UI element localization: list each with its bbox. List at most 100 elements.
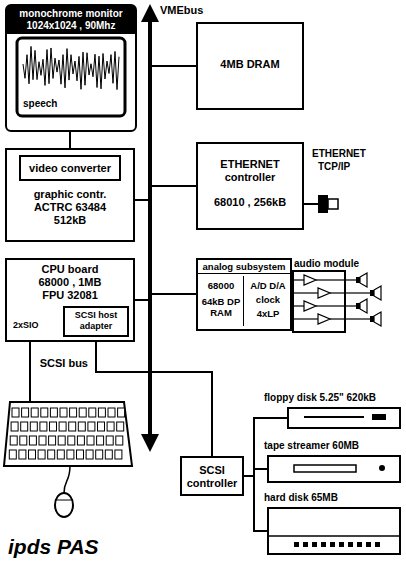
key: [68, 436, 75, 445]
speaker-wire: [346, 279, 356, 280]
amplifier-symbol: [318, 314, 330, 324]
bus-name: VMEbus: [160, 4, 203, 17]
key: [96, 450, 103, 459]
key: [89, 408, 96, 417]
ethernet-plug: [304, 203, 318, 205]
speaker-wire: [346, 292, 370, 293]
vent-hole: [303, 542, 308, 547]
key: [87, 436, 94, 445]
bus-stub: [152, 293, 196, 295]
box-label: hard disk 65MB: [264, 492, 404, 504]
key: [57, 450, 64, 459]
amplifier-wire: [316, 305, 344, 306]
box-label: ETHERNET controller: [210, 158, 290, 184]
key: [19, 450, 26, 459]
amplifier-wire: [330, 318, 344, 319]
speaker-wire: [346, 305, 356, 306]
vent-hole: [321, 542, 326, 547]
panel-line: [268, 535, 400, 537]
amplifier-wire: [294, 279, 304, 280]
video-converter-box: video converter: [19, 155, 121, 181]
column-divider: [243, 276, 244, 326]
key: [29, 436, 36, 445]
floppy-drive: floppy disk 5.25" 620kB: [264, 392, 404, 430]
key: [60, 408, 67, 417]
speaker-symbol: [374, 286, 381, 300]
vent-hole: [375, 542, 380, 547]
network-label: TCP/IP: [318, 161, 350, 173]
speaker-symbol: [374, 312, 381, 326]
hard-disk-drawing: [264, 506, 404, 556]
vent-hole: [357, 542, 362, 547]
key: [49, 436, 56, 445]
analog-subsystem-box: analog subsystem6800064kB DP RAMA/D D/Ac…: [196, 258, 292, 331]
tape-slot: [294, 465, 356, 472]
keyboard-cable: [30, 342, 31, 402]
keyboard-cable: [29, 342, 31, 402]
box-label: graphic contr. ACTRC 63484 512kB: [25, 188, 115, 227]
box-label: floppy disk 5.25" 620kB: [264, 392, 404, 404]
ethernet-box: ETHERNET controller68010 , 256kB: [196, 142, 304, 230]
hard-disk: hard disk 65MB: [264, 492, 404, 556]
key: [30, 422, 37, 431]
bus-connector: [244, 469, 268, 476]
graphic-controller-box: graphic contr. ACTRC 63484 512kB video co…: [5, 148, 135, 242]
screen-frame: [17, 38, 125, 116]
vent-hole: [339, 542, 344, 547]
bus-stub: [152, 65, 196, 67]
box-label: audio module: [294, 258, 360, 270]
floppy-drive-drawing: [264, 406, 404, 430]
memory-box: 4MB DRAM: [196, 22, 304, 110]
key: [88, 422, 95, 431]
key: [78, 422, 85, 431]
key: [79, 408, 86, 417]
amplifier-wire: [316, 279, 344, 280]
key: [118, 408, 125, 417]
vme-bus-arrow: [148, 18, 152, 438]
scsi-adapter-box: SCSI host adapter: [63, 306, 129, 337]
device-body: [268, 456, 400, 482]
key: [117, 422, 124, 431]
scsi-controller-box: SCSI controller: [180, 456, 244, 496]
box-label: 4MB DRAM: [198, 58, 302, 71]
cpu-board-box: CPU board 68000 , 1MB FPU 320812xSIOSCSI…: [5, 258, 135, 342]
vent-hole: [366, 542, 371, 547]
system-name: ipds PAS: [8, 534, 99, 559]
amplifier-symbol: [304, 275, 316, 285]
key: [59, 422, 66, 431]
key: [50, 422, 57, 431]
amplifier-wire: [330, 292, 344, 293]
box-label: monochrome monitor 1024x1024 , 90Mhz: [7, 6, 135, 34]
tape-drive-drawing: [264, 454, 404, 484]
keyboard: [4, 402, 132, 466]
box-label: analog subsystem: [198, 261, 290, 274]
bus-stub: [135, 299, 148, 301]
amplifier-wire: [294, 305, 304, 306]
box-label: video converter: [21, 162, 119, 175]
speaker-symbol: [360, 273, 367, 287]
key: [38, 450, 45, 459]
vent-hole: [294, 542, 299, 547]
key: [29, 450, 36, 459]
vent-hole: [348, 542, 353, 547]
bus-stub: [135, 199, 148, 201]
key: [115, 450, 122, 459]
disk-slot: [304, 416, 364, 418]
speaker-symbol: [360, 299, 367, 313]
amplifier-symbols: [294, 272, 344, 328]
key: [86, 450, 93, 459]
box-label: A/D D/A: [246, 280, 290, 291]
waveform: [23, 46, 119, 89]
vme-bus-arrow: [141, 4, 159, 452]
key: [69, 422, 76, 431]
key: [105, 450, 112, 459]
key: [41, 408, 48, 417]
box-label: 64kB DP RAM: [200, 296, 242, 318]
box-label: SCSI controller: [182, 464, 242, 490]
key: [97, 436, 104, 445]
key: [22, 408, 29, 417]
eject-button: [372, 414, 386, 420]
key: [40, 422, 47, 431]
audio-module-box: audio module: [292, 270, 346, 333]
